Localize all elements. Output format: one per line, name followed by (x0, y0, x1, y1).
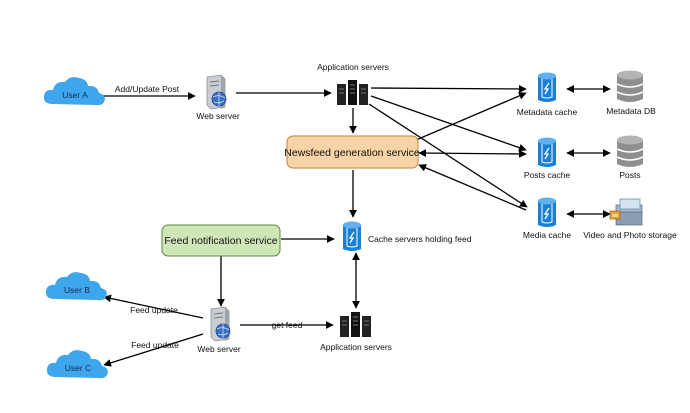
newsfeed-service-label: Newsfeed generation service (284, 147, 420, 159)
edge-label-feed-update-b: Feed update (130, 305, 178, 315)
storage-icon (609, 198, 643, 226)
posts-cache-label: Posts cache (524, 170, 571, 180)
metadata-db-node: Metadata DB (606, 69, 656, 116)
feed-notification-service-node: Feed notification service (161, 224, 281, 257)
edge-app-metadata-cache (370, 85, 527, 93)
cache-icon (537, 71, 557, 103)
server-rack-icon (339, 311, 372, 338)
edge-newsfeed-media-cache (418, 164, 527, 211)
edge-newsfeed-posts-cache (418, 149, 527, 158)
edge-label-add-update-post: Add/Update Post (115, 84, 180, 94)
database-icon (616, 69, 644, 103)
metadata-db-label: Metadata DB (606, 106, 656, 116)
edge-webserver-userb (103, 294, 204, 319)
user-b-node: User B (45, 272, 107, 301)
cache-icon (342, 220, 362, 252)
user-b-label: User B (64, 285, 90, 295)
web-server-icon (210, 306, 231, 342)
web-server-top-label: Web server (196, 111, 239, 121)
edge-label-get-feed: get feed (272, 320, 303, 330)
edge-newsfeed-metadata-cache (415, 92, 527, 141)
video-photo-storage-node: Video and Photo storage (583, 198, 677, 240)
edge-webserver-userc (103, 333, 204, 367)
server-rack-icon (336, 79, 369, 106)
posts-cache-node: Posts cache (524, 136, 571, 180)
user-a-node: User A (43, 77, 105, 106)
metadata-cache-label: Metadata cache (517, 107, 578, 117)
cache-icon (537, 196, 557, 228)
user-c-label: User C (65, 363, 91, 373)
cache-servers-label: Cache servers holding feed (368, 234, 472, 244)
web-server-top-node: Web server (196, 74, 240, 121)
video-photo-storage-label: Video and Photo storage (583, 230, 677, 240)
database-icon (616, 134, 644, 168)
web-server-icon (206, 74, 227, 110)
media-cache-label: Media cache (523, 230, 571, 240)
app-servers-top-label: Application servers (317, 62, 389, 72)
metadata-cache-node: Metadata cache (517, 71, 578, 117)
newsfeed-service-node: Newsfeed generation service (284, 135, 420, 169)
edge-label-feed-update-c: Feed update (131, 340, 179, 350)
app-servers-bottom-node: Application servers (320, 311, 392, 352)
user-a-label: User A (62, 90, 88, 100)
app-servers-top-node: Application servers (317, 62, 389, 106)
app-servers-bottom-label: Application servers (320, 342, 392, 352)
edge-app-posts-cache (370, 95, 527, 152)
posts-db-node: Posts (616, 134, 644, 180)
media-cache-node: Media cache (523, 196, 571, 240)
web-server-bottom-label: Web server (197, 344, 240, 354)
cache-servers-node: Cache servers holding feed (342, 220, 472, 252)
cache-icon (537, 136, 557, 168)
edges: Add/Update Post Feed update Feed update … (100, 84, 611, 367)
web-server-bottom-node: Web server (197, 306, 241, 354)
feed-notification-service-label: Feed notification service (164, 235, 277, 247)
posts-db-label: Posts (619, 170, 640, 180)
user-c-node: User C (46, 350, 108, 379)
